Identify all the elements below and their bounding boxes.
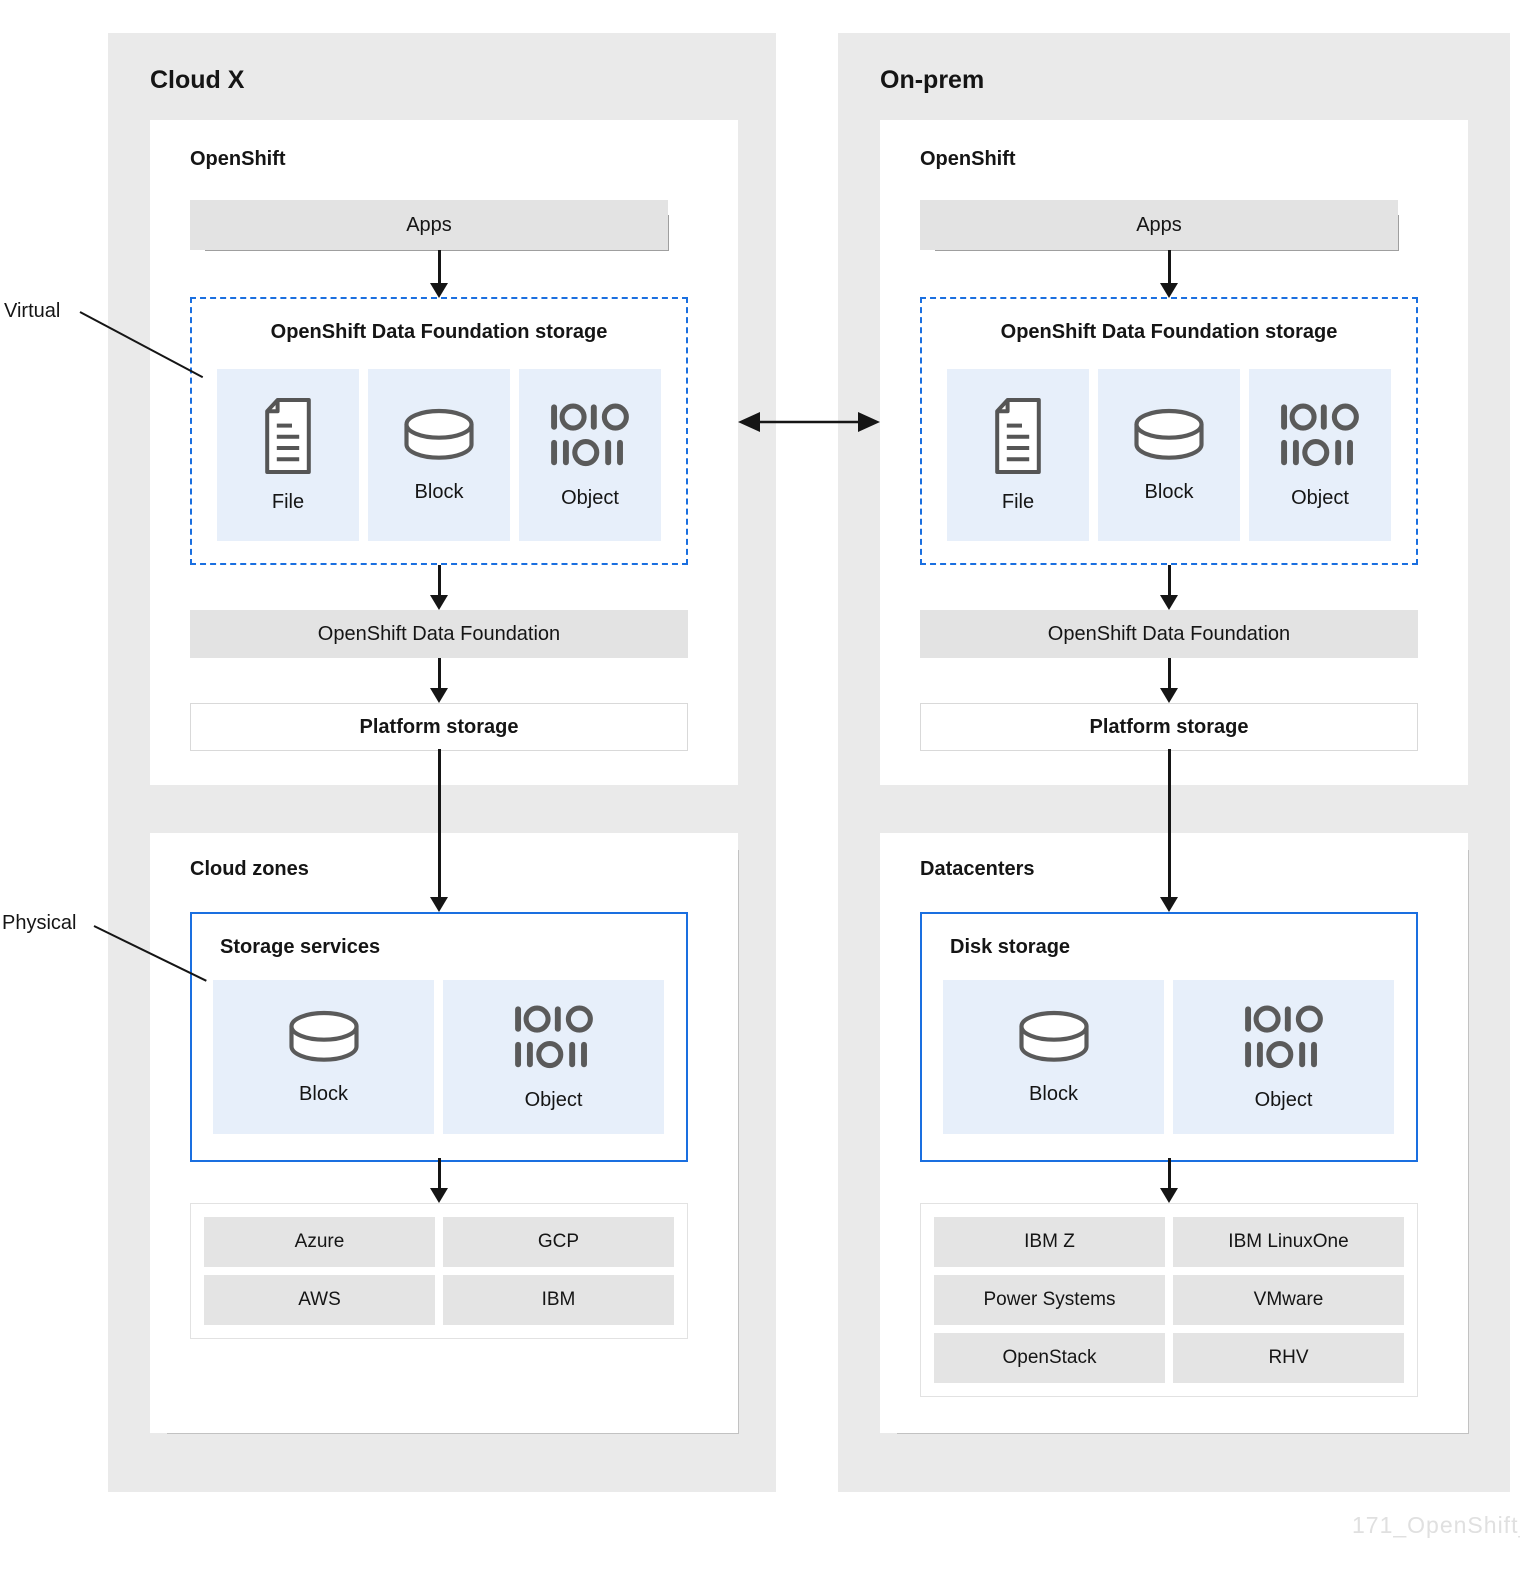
onprem-odf-storage-tiles: File Block (947, 369, 1391, 541)
provider-cell: AWS (204, 1275, 435, 1325)
provider-cell: Azure (204, 1217, 435, 1267)
arrow-storageservices-to-providers (438, 1158, 441, 1189)
cloud-zones-title: Cloud zones (190, 858, 309, 880)
tile-file: File (217, 369, 359, 541)
arrow-odf-to-platform (438, 658, 441, 689)
provider-cell: VMware (1173, 1275, 1404, 1325)
tile-file-label: File (271, 491, 305, 513)
arrowhead (430, 1188, 448, 1203)
tile-block-label: Block (299, 1083, 348, 1105)
arrowhead (1160, 688, 1178, 703)
datacenters-title: Datacenters (920, 858, 1035, 880)
tile-block: Block (1098, 369, 1240, 541)
cloud-storage-services-tiles: Block Object (213, 980, 664, 1134)
block-icon (1127, 406, 1211, 466)
arrowhead (430, 897, 448, 912)
panel-onprem-title: On-prem (880, 66, 985, 94)
arrowhead (1160, 897, 1178, 912)
cloud-storage-services-title: Storage services (220, 936, 381, 958)
arrowhead (430, 283, 448, 298)
tile-block-label: Block (1029, 1083, 1078, 1105)
bidirectional-arrow-icon (736, 409, 882, 435)
tile-object-label: Object (561, 486, 619, 509)
disk-storage-box: Disk storage Block (920, 912, 1418, 1162)
panel-cloud-title: Cloud X (150, 66, 245, 94)
file-icon (986, 396, 1050, 476)
watermark-text: 171_OpenShift_1221 (1352, 1512, 1520, 1538)
tile-block: Block (368, 369, 510, 541)
tile-object-label: Object (1291, 486, 1349, 509)
cloud-odf-storage-box: OpenShift Data Foundation storage File (190, 297, 688, 565)
tile-block-label: Block (414, 481, 464, 503)
provider-cell: RHV (1173, 1333, 1404, 1383)
object-icon (546, 401, 634, 472)
provider-cell: Power Systems (934, 1275, 1165, 1325)
cloud-platform-storage-bar: Platform storage (190, 703, 688, 751)
disk-storage-title: Disk storage (950, 936, 1071, 958)
provider-cell: IBM LinuxOne (1173, 1217, 1404, 1267)
onprem-odf-bar: OpenShift Data Foundation (920, 610, 1418, 658)
cloud-providers-grid: Azure GCP AWS IBM (190, 1203, 688, 1339)
arrow-odf-to-platform (1168, 658, 1171, 689)
arrowhead (1160, 283, 1178, 298)
object-icon (1240, 1003, 1328, 1074)
tile-object: Object (443, 980, 664, 1134)
tile-object: Object (1173, 980, 1394, 1134)
onprem-odf-storage-title: OpenShift Data Foundation storage (1000, 321, 1338, 343)
provider-cell: IBM Z (934, 1217, 1165, 1267)
block-icon (397, 406, 481, 466)
arrow-odfstorage-to-odf (1168, 565, 1171, 596)
arrow-platform-to-storageservices (438, 749, 441, 898)
physical-label: Physical (2, 912, 77, 934)
arrow-apps-to-odfstorage (438, 250, 441, 284)
cloud-openshift-title: OpenShift (190, 148, 286, 170)
cloud-apps-bar: Apps (190, 200, 668, 250)
file-icon (256, 396, 320, 476)
arrowhead (430, 688, 448, 703)
cloud-odf-storage-tiles: File Block (217, 369, 661, 541)
tile-block-label: Block (1144, 481, 1194, 503)
provider-cell: IBM (443, 1275, 674, 1325)
arrow-apps-to-odfstorage (1168, 250, 1171, 284)
tile-block: Block (943, 980, 1164, 1134)
object-icon (1276, 401, 1364, 472)
cloud-odf-storage-title: OpenShift Data Foundation storage (270, 321, 608, 343)
arrowhead (1160, 1188, 1178, 1203)
block-icon (1012, 1008, 1096, 1068)
arrowhead (1160, 595, 1178, 610)
tile-object-label: Object (524, 1088, 583, 1111)
tile-file: File (947, 369, 1089, 541)
tile-file-label: File (1001, 491, 1035, 513)
cloud-odf-bar: OpenShift Data Foundation (190, 610, 688, 658)
disk-storage-tiles: Block Object (943, 980, 1394, 1134)
provider-cell: GCP (443, 1217, 674, 1267)
onprem-odf-storage-box: OpenShift Data Foundation storage File (920, 297, 1418, 565)
onprem-openshift-title: OpenShift (920, 148, 1016, 170)
tile-block: Block (213, 980, 434, 1134)
onprem-providers-grid: IBM Z IBM LinuxOne Power Systems VMware … (920, 1203, 1418, 1397)
tile-object: Object (1249, 369, 1391, 541)
arrowhead (430, 595, 448, 610)
tile-object-label: Object (1254, 1088, 1313, 1111)
onprem-apps-bar: Apps (920, 200, 1398, 250)
object-icon (510, 1003, 598, 1074)
onprem-platform-storage-bar: Platform storage (920, 703, 1418, 751)
tile-object: Object (519, 369, 661, 541)
provider-cell: OpenStack (934, 1333, 1165, 1383)
arrow-odfstorage-to-odf (438, 565, 441, 596)
block-icon (282, 1008, 366, 1068)
arrow-diskstorage-to-providers (1168, 1158, 1171, 1189)
virtual-label: Virtual (4, 300, 61, 322)
arrow-platform-to-diskstorage (1168, 749, 1171, 898)
cloud-storage-services-box: Storage services Block (190, 912, 688, 1162)
